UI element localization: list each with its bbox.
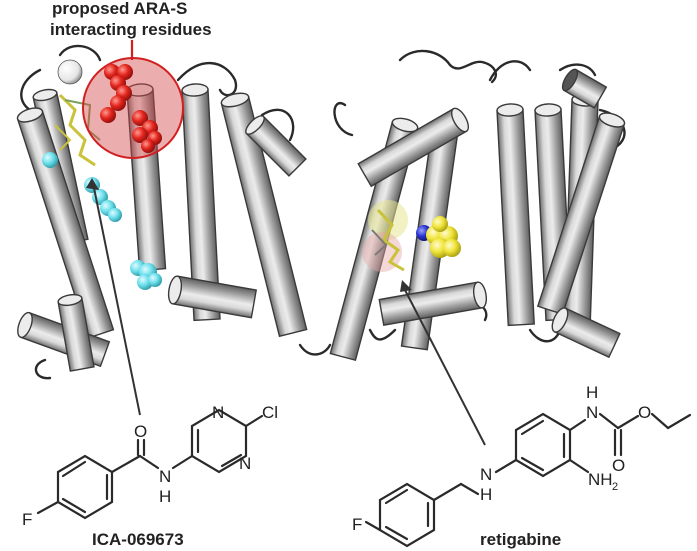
annotation-label: proposed ARA-S interacting residues bbox=[50, 0, 212, 60]
ica-atom-Cl: Cl bbox=[262, 403, 278, 422]
helix bbox=[496, 103, 535, 327]
retigabine-atom-O-ester: O bbox=[638, 403, 651, 422]
ica-name: ICA-069673 bbox=[92, 530, 184, 549]
ica-069673-structure: F O N H N N Cl ICA-069673 bbox=[22, 403, 278, 549]
retigabine-atom-O-carbonyl: O bbox=[612, 456, 625, 475]
retigabine-name: retigabine bbox=[480, 530, 561, 549]
helix bbox=[16, 107, 115, 339]
ica-atom-O: O bbox=[134, 422, 147, 441]
annotation-line-1: proposed ARA-S bbox=[52, 0, 187, 18]
retigabine-binding-site bbox=[362, 200, 461, 272]
pointer-arrows bbox=[86, 178, 486, 446]
helix bbox=[220, 92, 308, 338]
retigabine-atom-N-amine: N bbox=[480, 465, 492, 484]
helix bbox=[551, 307, 621, 359]
helix bbox=[378, 281, 488, 326]
retigabine-structure: F N H NH 2 N H O O retigabine bbox=[352, 383, 692, 549]
helix bbox=[536, 112, 626, 316]
protein-helices bbox=[16, 68, 626, 372]
retigabine-pointer-line bbox=[404, 289, 486, 446]
annotation-line-2: interacting residues bbox=[50, 20, 212, 39]
helix bbox=[245, 115, 307, 177]
helix bbox=[181, 83, 221, 322]
ica-atom-N-ring-top: N bbox=[212, 403, 224, 422]
retigabine-atom-F: F bbox=[352, 515, 362, 534]
helix bbox=[57, 293, 95, 372]
retigabine-atom-NH: NH bbox=[588, 470, 613, 489]
ica-atom-N-ring-bottom: N bbox=[239, 454, 251, 473]
retigabine-atom-NH2-sub: 2 bbox=[612, 481, 618, 493]
retigabine-atom-H-top: H bbox=[586, 383, 598, 402]
retigabine-atom-N-carbamate: N bbox=[586, 403, 598, 422]
ica-atom-H: H bbox=[159, 487, 171, 506]
proposed-residues-highlight bbox=[82, 57, 184, 159]
retigabine-atom-H-amine: H bbox=[480, 485, 492, 504]
helix bbox=[357, 107, 470, 188]
ica-pointer-line bbox=[93, 187, 141, 416]
ica-atom-F: F bbox=[22, 510, 32, 529]
helix bbox=[561, 68, 608, 109]
helix bbox=[167, 275, 258, 319]
ica-atom-N: N bbox=[159, 467, 171, 486]
